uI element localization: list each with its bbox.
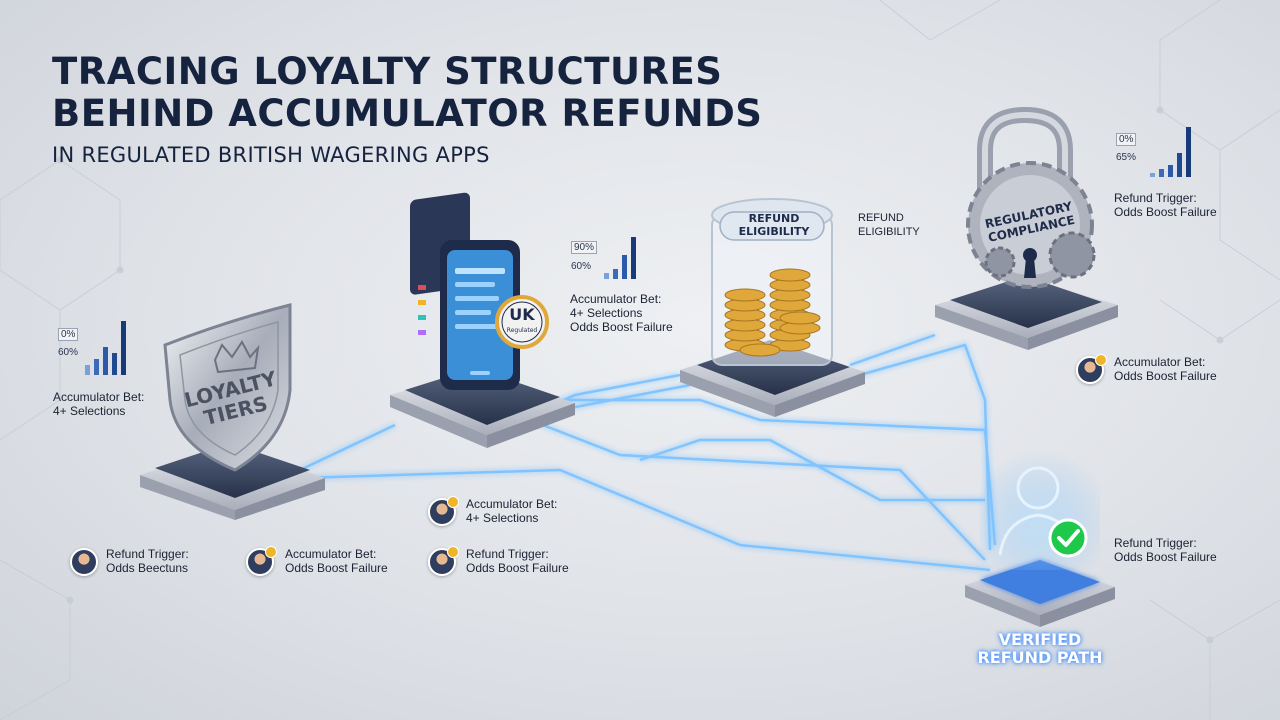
shield-icon <box>163 303 292 472</box>
profile-1-line2: Odds Beectuns <box>106 561 189 575</box>
bar-sparkline-right <box>1150 125 1200 177</box>
verified-user-icon <box>980 450 1100 570</box>
profile-5-line2: Odds Boost Failure <box>1114 369 1217 383</box>
stat-phone-line2: 4+ Selections <box>570 306 643 320</box>
bar-sparkline-left <box>85 320 130 375</box>
eligibility-side-label: REFUND ELIGIBILITY <box>858 211 920 239</box>
stat-right-line2: Odds Boost Failure <box>1114 205 1217 219</box>
profile-label-1: Refund Trigger: Odds Beectuns <box>106 547 189 575</box>
stat-left-pct2: 60% <box>58 347 79 358</box>
refund-paths <box>299 333 997 572</box>
profile-label-2: Accumulator Bet: Odds Boost Failure <box>285 547 388 575</box>
bar-sparkline-phone <box>604 235 644 279</box>
title-line-1: TRACING LOYALTY STRUCTURES <box>52 50 723 93</box>
stat-right-pct2: 65% <box>1116 152 1137 163</box>
profile-3-line1: Accumulator Bet: <box>466 497 558 511</box>
profile-4-line1: Refund Trigger: <box>466 547 549 561</box>
uk-badge-label: UK Regulated <box>499 307 545 339</box>
stat-phone-pct1: 90% <box>571 241 598 254</box>
stat-left-pct1: 0% <box>58 328 79 341</box>
verified-note-line2: Odds Boost Failure <box>1114 550 1217 564</box>
eligibility-side-line1: REFUND <box>858 212 904 224</box>
profile-label-3: Accumulator Bet: 4+ Selections <box>466 497 557 525</box>
eligibility-side-line2: ELIGIBILITY <box>858 226 920 238</box>
profile-5-line1: Accumulator Bet: <box>1114 355 1206 369</box>
coin-jar-icon <box>711 198 833 366</box>
verified-note-line1: Refund Trigger: <box>1114 536 1197 550</box>
uk-badge-main: UK <box>509 305 535 324</box>
avatar-icon <box>428 496 459 526</box>
stat-right-text: Refund Trigger: Odds Boost Failure <box>1114 191 1217 219</box>
profile-label-4: Refund Trigger: Odds Boost Failure <box>466 547 569 575</box>
stat-right-line1: Refund Trigger: <box>1114 191 1197 205</box>
stat-left-text: Accumulator Bet: 4+ Selections <box>53 390 144 418</box>
uk-badge <box>495 295 549 349</box>
stat-right-pct1: 0% <box>1116 133 1137 146</box>
eligibility-jar-label: REFUND ELIGIBILITY <box>738 212 810 238</box>
platform-phone <box>390 368 575 448</box>
stat-left-line1: Accumulator Bet: <box>53 390 145 404</box>
verified-line2: REFUND PATH <box>977 648 1103 667</box>
avatar-icon <box>70 548 98 576</box>
profile-4-line2: Odds Boost Failure <box>466 561 569 575</box>
stat-phone-text: Accumulator Bet: 4+ Selections Odds Boos… <box>570 292 673 334</box>
stat-phone-line3: Odds Boost Failure <box>570 320 673 334</box>
phone-icon <box>410 192 520 390</box>
platform-verified <box>965 560 1115 627</box>
profile-2-line2: Odds Boost Failure <box>285 561 388 575</box>
avatar-icon <box>1076 354 1107 384</box>
title-line-2: BEHIND ACCUMULATOR REFUNDS <box>52 92 763 135</box>
check-icon <box>1048 518 1088 558</box>
verified-note: Refund Trigger: Odds Boost Failure <box>1114 536 1217 564</box>
stat-phone-line1: Accumulator Bet: <box>570 292 662 306</box>
verified-line1: VERIFIED <box>998 630 1082 649</box>
stat-phone-pct2: 60% <box>571 261 592 272</box>
profile-1-line1: Refund Trigger: <box>106 547 189 561</box>
profile-2-line1: Accumulator Bet: <box>285 547 377 561</box>
subtitle: IN REGULATED BRITISH WAGERING APPS <box>52 143 490 167</box>
profile-label-5: Accumulator Bet: Odds Boost Failure <box>1114 355 1217 383</box>
platform-compliance <box>935 276 1118 350</box>
stat-left-line2: 4+ Selections <box>53 404 126 418</box>
profile-3-line2: 4+ Selections <box>466 511 539 525</box>
verified-path-label: VERIFIED REFUND PATH <box>960 631 1120 667</box>
uk-badge-sub: Regulated <box>506 327 538 334</box>
avatar-icon <box>246 546 277 576</box>
padlock-icon <box>966 106 1096 289</box>
avatar-icon <box>428 546 459 576</box>
